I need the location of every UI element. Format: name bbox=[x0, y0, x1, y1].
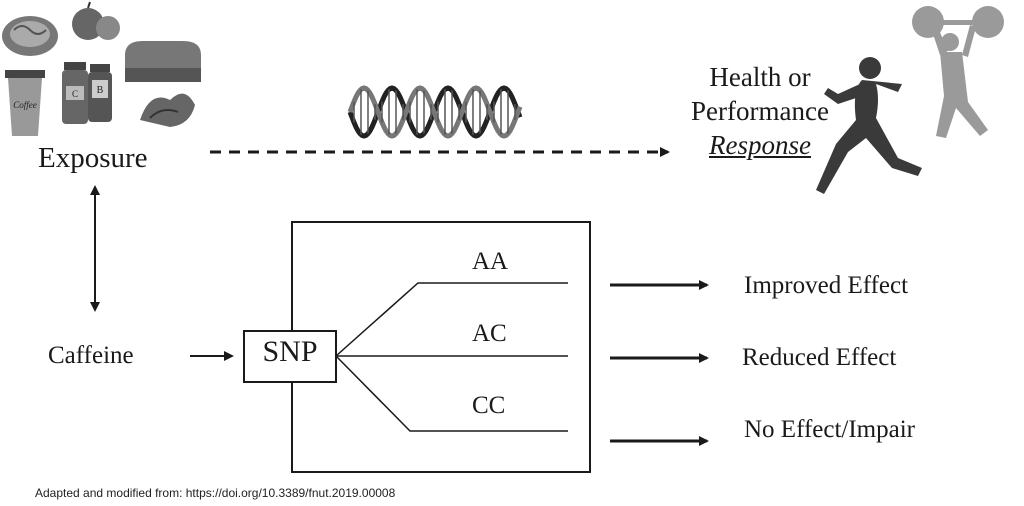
svg-text:Coffee: Coffee bbox=[13, 100, 37, 110]
response-line-1: Health or bbox=[709, 62, 811, 92]
effect-none-label: No Effect/Impair bbox=[744, 416, 915, 443]
genotype-ac-label: AC bbox=[472, 320, 507, 347]
coffee-cup-icon: Coffee bbox=[5, 70, 45, 136]
response-label: Health or Performance Response bbox=[672, 60, 848, 162]
response-line-2: Performance bbox=[691, 96, 829, 126]
genotype-aa-label: AA bbox=[472, 248, 509, 275]
response-line-3: Response bbox=[709, 130, 811, 160]
food-collage-icon: Coffee B C bbox=[2, 1, 201, 136]
branch-cc bbox=[335, 355, 568, 432]
effect-reduced-label: Reduced Effect bbox=[742, 344, 897, 371]
dna-helix-icon bbox=[347, 85, 523, 139]
svg-text:B: B bbox=[97, 85, 104, 96]
caffeine-label: Caffeine bbox=[48, 342, 134, 369]
bread-loaf-icon bbox=[125, 41, 201, 82]
genotype-branches bbox=[335, 282, 568, 432]
snp-label: SNP bbox=[262, 335, 318, 368]
genotype-cc-label: CC bbox=[472, 392, 506, 419]
vitamin-bottles-icon: B C bbox=[62, 62, 112, 124]
effect-improved-label: Improved Effect bbox=[744, 272, 909, 299]
exposure-label: Exposure bbox=[38, 142, 148, 174]
branch-aa bbox=[335, 282, 568, 357]
svg-text:C: C bbox=[72, 89, 78, 99]
runner-and-weightlifter-icon bbox=[816, 6, 1004, 194]
source-credit: Adapted and modified from: https://doi.o… bbox=[35, 486, 396, 500]
